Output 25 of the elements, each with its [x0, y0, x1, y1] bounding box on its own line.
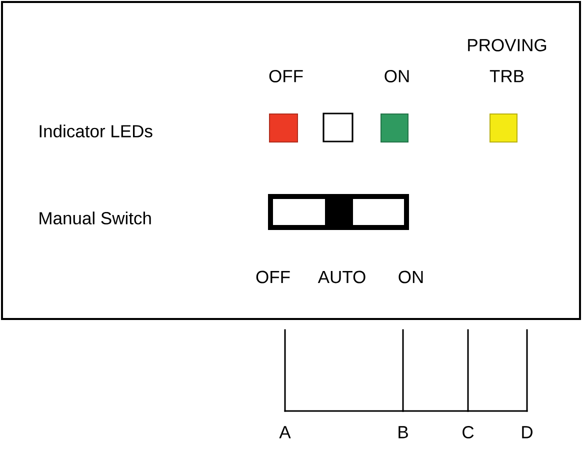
wire [467, 329, 469, 412]
control-panel [1, 1, 581, 320]
wire [402, 329, 404, 412]
slide-switch [268, 194, 409, 230]
terminal-letter: C [462, 426, 474, 438]
wire [284, 329, 286, 412]
led-state-label: PROVING TRB [468, 38, 546, 82]
indicator-led [269, 114, 298, 142]
indicator-led [490, 114, 518, 142]
led-state-label: OFF [269, 70, 303, 82]
wire [402, 410, 469, 412]
terminal-letter: D [522, 426, 532, 438]
row-label: Manual Switch [40, 212, 151, 224]
wire [467, 410, 528, 412]
indicator-led [380, 114, 408, 142]
row-label: Indicator LEDs [40, 124, 152, 138]
led-state-label: ON [384, 70, 409, 82]
terminal-letter: A [279, 426, 291, 438]
switch-position-label: ON [398, 270, 423, 284]
wire [526, 329, 528, 412]
indicator-led [322, 112, 354, 142]
wire [284, 410, 404, 412]
terminal-letter: B [398, 426, 408, 438]
switch-position-label: OFF [256, 270, 290, 284]
switch-position-label: AUTO [318, 270, 366, 284]
